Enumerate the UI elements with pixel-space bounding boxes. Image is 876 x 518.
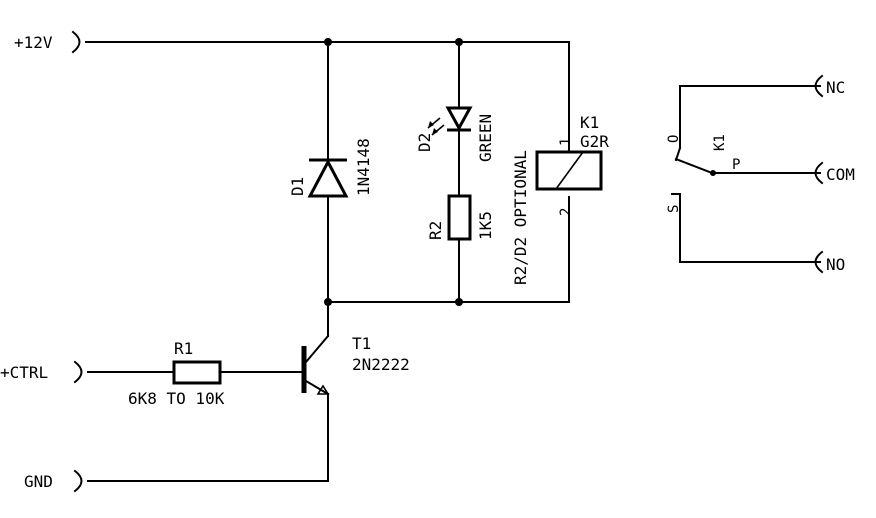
k1-coil-ref: K1 <box>580 113 599 132</box>
ctrl-label: +CTRL <box>0 363 48 382</box>
optional-note: R2/D2 OPTIONAL <box>511 150 530 285</box>
t1-ref: T1 <box>352 334 371 353</box>
d2-ref: D2 <box>415 133 434 152</box>
d1-ref: D1 <box>288 177 307 196</box>
relay-k1-contact: O P S K1 <box>666 85 821 263</box>
ctrl-port: +CTRL <box>0 360 83 384</box>
com-label: COM <box>826 165 855 184</box>
v12-label: +12V <box>14 33 53 52</box>
r2-ref: R2 <box>426 221 445 240</box>
contact-pin-p: P <box>732 157 740 173</box>
r1-ref: R1 <box>174 339 193 358</box>
resistor-r2: R2 1K5 <box>426 194 495 303</box>
no-port: NO <box>814 250 845 274</box>
led-d2: D2 GREEN <box>415 41 495 197</box>
no-label: NO <box>826 255 845 274</box>
transistor-t1: T1 2N2222 <box>301 301 410 482</box>
com-port: COM <box>814 161 855 185</box>
relay-k1-coil: K1 G2R 1 2 <box>535 113 609 216</box>
r2-value: 1K5 <box>476 211 495 240</box>
k1-pin2: 2 <box>558 208 574 216</box>
d2-value: GREEN <box>476 114 495 162</box>
v12-port: +12V <box>14 30 81 54</box>
d1-value: 1N4148 <box>354 138 373 196</box>
diode-d1: D1 1N4148 <box>288 41 373 303</box>
nc-port: NC <box>814 74 845 98</box>
k1-contact-ref: K1 <box>712 134 728 151</box>
contact-pin-s: S <box>666 205 682 213</box>
k1-coil-value: G2R <box>580 132 609 151</box>
contact-pin-o: O <box>666 135 682 143</box>
k1-pin1: 1 <box>558 138 574 146</box>
collector-rail <box>324 196 570 306</box>
gnd-port: GND <box>24 469 329 493</box>
nc-label: NC <box>826 78 845 97</box>
gnd-label: GND <box>24 472 53 491</box>
t1-value: 2N2222 <box>352 355 410 374</box>
r1-value: 6K8 TO 10K <box>128 389 225 408</box>
resistor-r1: R1 6K8 TO 10K <box>87 339 305 408</box>
